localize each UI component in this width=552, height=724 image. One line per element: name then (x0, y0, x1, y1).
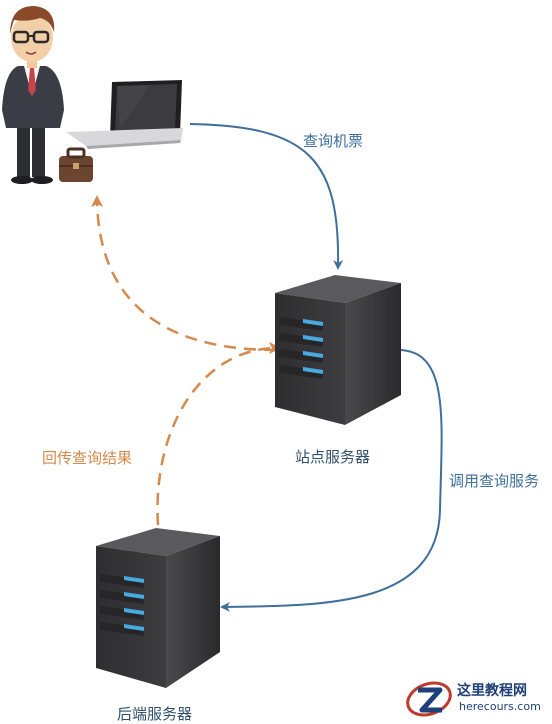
return-to-site-arrow (156, 342, 281, 526)
return-query-result-label: 回传查询结果 (42, 449, 133, 467)
user-figure (2, 6, 183, 184)
site-server-icon (275, 275, 401, 425)
watermark: 这里教程网 herecours.com (404, 678, 552, 721)
watermark-title: 这里教程网 (457, 683, 527, 699)
site-server-label: 站点服务器 (295, 448, 371, 466)
watermark-url: herecours.com (459, 700, 541, 713)
call-service-arrow (220, 349, 443, 612)
return-to-user-arrow (91, 195, 277, 352)
call-query-service-label: 调用查询服务 (449, 472, 540, 490)
person-icon (2, 6, 64, 184)
query-ticket-label: 查询机票 (303, 132, 364, 150)
laptop-icon (66, 80, 183, 149)
backend-server-icon (96, 528, 220, 688)
briefcase-icon (59, 147, 93, 182)
query-ticket-arrow (189, 123, 344, 270)
backend-server-label: 后端服务器 (117, 705, 193, 723)
watermark-logo-icon (406, 681, 452, 717)
